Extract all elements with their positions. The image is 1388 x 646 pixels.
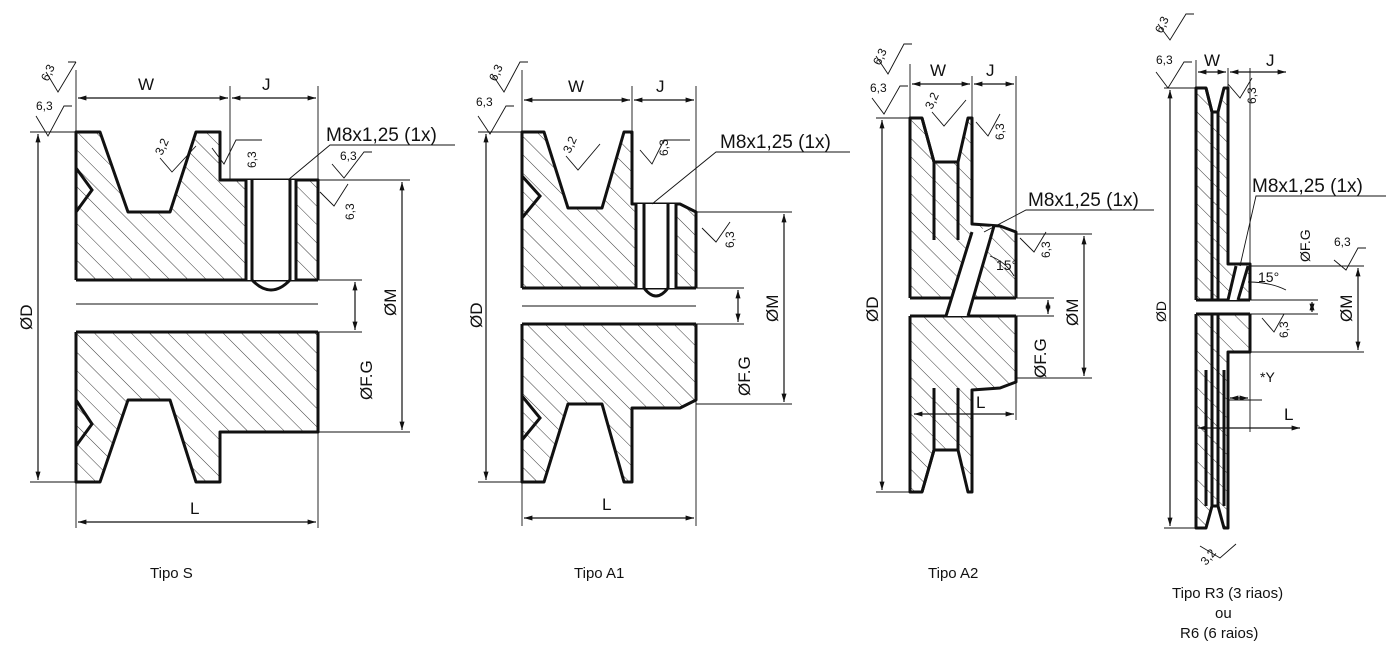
svg-text:6,3: 6,3 — [343, 203, 357, 220]
dim-w: W — [138, 75, 154, 94]
svg-text:ØF.G: ØF.G — [1297, 229, 1313, 262]
caption-r6: R6 (6 raios) — [1180, 625, 1258, 642]
dim-l: L — [190, 499, 199, 518]
svg-text:M8x1,25 (1x): M8x1,25 (1x) — [1028, 190, 1139, 211]
svg-text:6,3: 6,3 — [870, 81, 887, 95]
drawing-tipo-a1: W J L ØD ØM ØF.G M8x1,25 (1x) 6,3 6,3 3,… — [467, 61, 850, 582]
drawing-tipo-a2: W J L ØD ØM ØF.G M8x1,25 (1x) 15° 6,3 6,… — [863, 43, 1154, 582]
svg-text:ØD: ØD — [863, 297, 882, 323]
svg-text:W: W — [1204, 51, 1220, 70]
drawing-tipo-r3: W J *Y L ØD ØM ØF.G M8x1,25 (1x) 15° 6,3… — [1152, 13, 1386, 642]
svg-text:6,3: 6,3 — [1152, 14, 1172, 35]
svg-text:3,2: 3,2 — [1198, 546, 1220, 568]
svg-text:6,3: 6,3 — [1039, 241, 1053, 258]
caption-tipo-a1: Tipo A1 — [574, 565, 624, 582]
threaded-hole — [246, 180, 296, 280]
caption-tipo-r3: Tipo R3 (3 riaos) — [1172, 585, 1283, 602]
svg-text:ØD: ØD — [1153, 301, 1169, 322]
svg-text:6,3: 6,3 — [1277, 321, 1291, 338]
svg-text:W: W — [568, 77, 584, 96]
caption-tipo-s: Tipo S — [150, 565, 193, 582]
svg-text:M8x1,25 (1x): M8x1,25 (1x) — [1252, 176, 1363, 197]
thread-note: M8x1,25 (1x) — [326, 125, 437, 146]
svg-text:3,2: 3,2 — [152, 136, 172, 157]
svg-text:6,3: 6,3 — [476, 95, 493, 109]
svg-text:6,3: 6,3 — [36, 99, 53, 113]
svg-text:3,2: 3,2 — [922, 90, 942, 111]
svg-text:15°: 15° — [1258, 269, 1279, 285]
bore — [74, 280, 320, 332]
svg-text:ØM: ØM — [1337, 295, 1356, 322]
svg-text:6,3: 6,3 — [870, 46, 890, 67]
svg-text:W: W — [930, 61, 946, 80]
svg-text:6,3: 6,3 — [657, 139, 671, 156]
svg-text:6,3: 6,3 — [723, 231, 737, 248]
caption-ou: ou — [1215, 605, 1232, 622]
svg-text:6,3: 6,3 — [486, 62, 506, 83]
svg-text:15°: 15° — [996, 257, 1017, 273]
svg-text:6,3: 6,3 — [1156, 53, 1173, 67]
svg-text:L: L — [1284, 405, 1293, 424]
svg-text:ØF.G: ØF.G — [1031, 338, 1050, 378]
svg-text:J: J — [986, 61, 995, 80]
svg-text:ØD: ØD — [467, 303, 486, 329]
svg-text:6,3: 6,3 — [245, 151, 259, 168]
svg-text:J: J — [656, 77, 665, 96]
drawing-tipo-s: W J L ØD ØM ØF.G M8x1,25 (1x) 6,3 6,3 3,… — [17, 61, 455, 582]
svg-text:6,3: 6,3 — [340, 149, 357, 163]
dim-d: ØD — [17, 305, 36, 331]
svg-text:ØF.G: ØF.G — [735, 356, 754, 396]
svg-text:3,2: 3,2 — [560, 134, 580, 155]
svg-text:L: L — [602, 495, 611, 514]
svg-text:6,3: 6,3 — [1245, 87, 1259, 104]
svg-text:M8x1,25 (1x): M8x1,25 (1x) — [720, 132, 831, 153]
dim-j: J — [262, 75, 271, 94]
svg-text:6,3: 6,3 — [993, 123, 1007, 140]
caption-tipo-a2: Tipo A2 — [928, 565, 978, 582]
dim-fg: ØF.G — [357, 360, 376, 400]
svg-text:L: L — [976, 393, 985, 412]
svg-text:J: J — [1266, 51, 1275, 70]
svg-text:ØM: ØM — [1063, 299, 1082, 326]
svg-text:*Y: *Y — [1260, 369, 1275, 385]
svg-text:6,3: 6,3 — [1334, 235, 1351, 249]
dim-m: ØM — [381, 289, 400, 316]
svg-text:ØM: ØM — [763, 295, 782, 322]
svg-text:6,3: 6,3 — [38, 62, 58, 83]
